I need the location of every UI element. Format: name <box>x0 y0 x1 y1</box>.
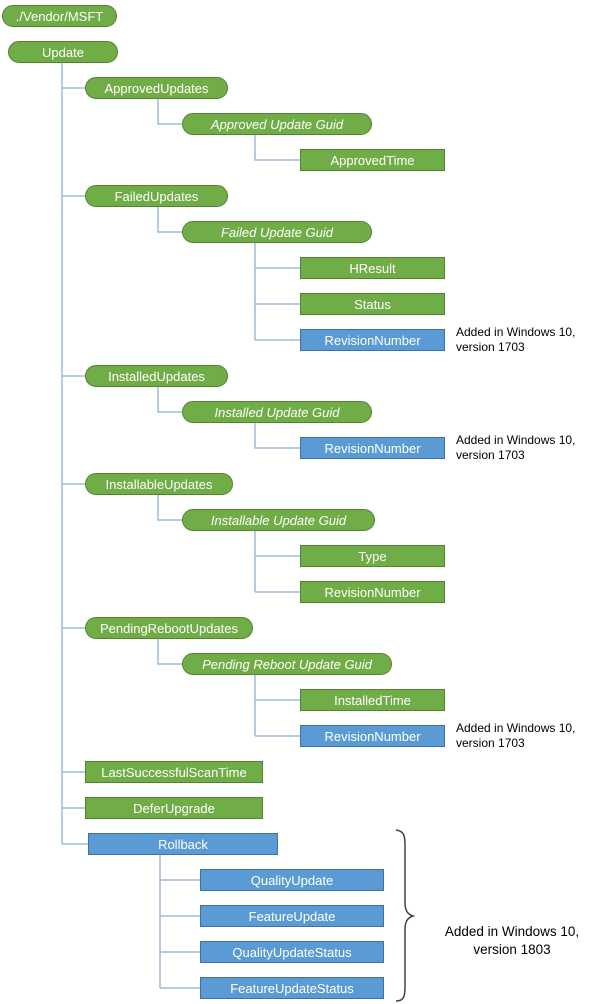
annotation-installed-revision: Added in Windows 10, version 1703 <box>456 433 576 462</box>
node-installable-updates: InstallableUpdates <box>85 473 233 495</box>
node-quality-update-status: QualityUpdateStatus <box>200 941 384 963</box>
node-last-successful-scan-time: LastSuccessfulScanTime <box>85 761 263 783</box>
node-installable-revision-number: RevisionNumber <box>300 581 445 603</box>
node-failed-update-guid: Failed Update Guid <box>182 221 372 243</box>
node-pending-revision-number: RevisionNumber <box>300 725 445 747</box>
node-feature-update: FeatureUpdate <box>200 905 384 927</box>
node-defer-upgrade: DeferUpgrade <box>85 797 263 819</box>
node-installed-update-guid: Installed Update Guid <box>182 401 372 423</box>
node-pending-reboot-updates: PendingRebootUpdates <box>85 617 253 639</box>
node-installed-updates: InstalledUpdates <box>85 365 228 387</box>
node-feature-update-status: FeatureUpdateStatus <box>200 977 384 999</box>
node-approved-updates: ApprovedUpdates <box>85 77 228 99</box>
node-installed-revision-number: RevisionNumber <box>300 437 445 459</box>
group-brace <box>395 829 416 1002</box>
node-rollback: Rollback <box>88 833 278 855</box>
annotation-rollback: Added in Windows 10, version 1803 <box>444 924 580 957</box>
node-installed-time: InstalledTime <box>300 689 445 711</box>
node-pending-reboot-update-guid: Pending Reboot Update Guid <box>182 653 392 675</box>
annotation-failed-revision: Added in Windows 10, version 1703 <box>456 325 576 354</box>
node-installable-update-guid: Installable Update Guid <box>182 509 375 531</box>
node-type: Type <box>300 545 445 567</box>
node-update: Update <box>8 41 118 63</box>
node-quality-update: QualityUpdate <box>200 869 384 891</box>
node-failed-updates: FailedUpdates <box>85 185 228 207</box>
node-failed-revision-number: RevisionNumber <box>300 329 445 351</box>
node-approved-time: ApprovedTime <box>300 149 445 171</box>
node-vendor-msft: ./Vendor/MSFT <box>2 5 117 27</box>
node-hresult: HResult <box>300 257 445 279</box>
node-approved-update-guid: Approved Update Guid <box>182 113 372 135</box>
node-status: Status <box>300 293 445 315</box>
annotation-pending-revision: Added in Windows 10, version 1703 <box>456 721 576 750</box>
